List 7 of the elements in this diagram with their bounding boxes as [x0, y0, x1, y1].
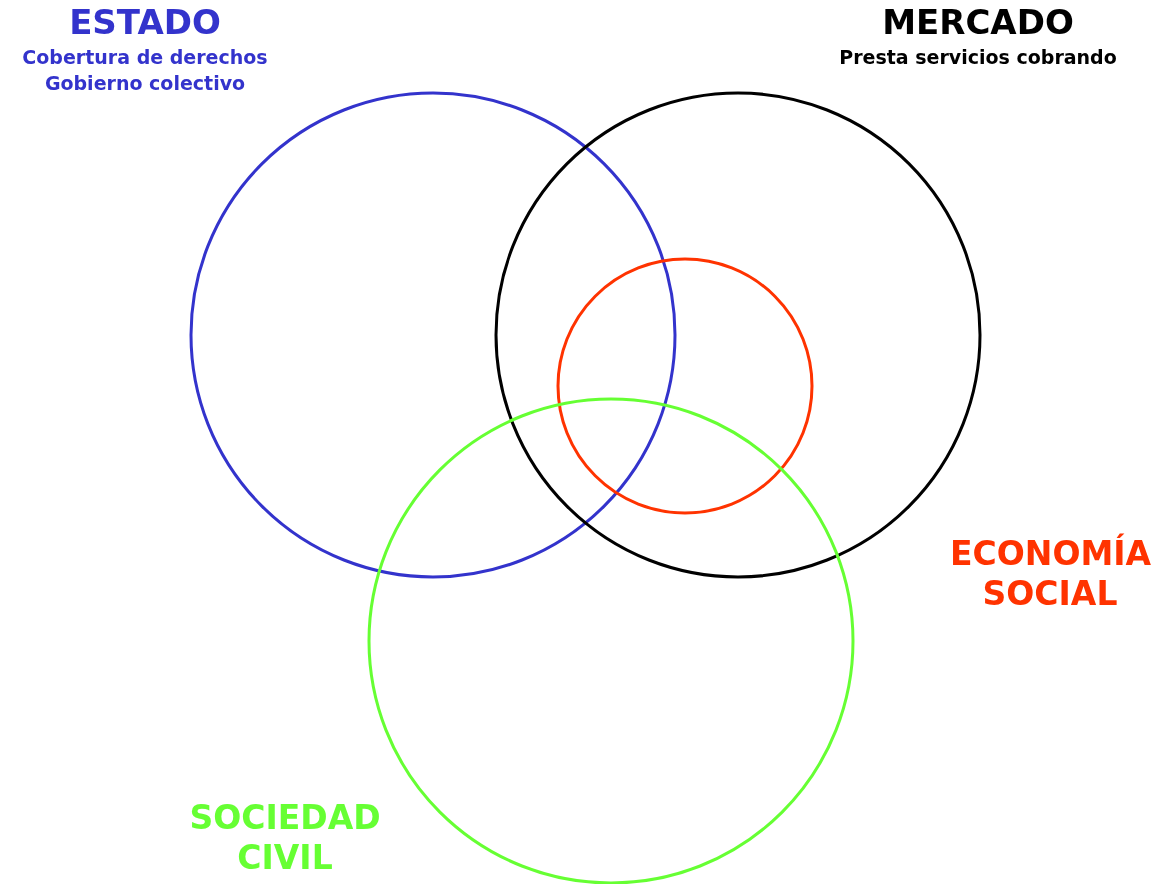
circle-heading: MERCADO — [881, 2, 1075, 43]
circle-subtitle: Gobierno colectivo — [43, 72, 247, 95]
circle-heading: SOCIEDAD CIVIL — [188, 798, 382, 878]
circle-heading: ESTADO — [68, 2, 222, 43]
circle-subtitle: Cobertura de derechos — [21, 46, 269, 69]
circle-subtitle: Presta servicios cobrando — [838, 46, 1118, 69]
region-label: ECONOMÍA SOCIAL — [950, 534, 1150, 614]
